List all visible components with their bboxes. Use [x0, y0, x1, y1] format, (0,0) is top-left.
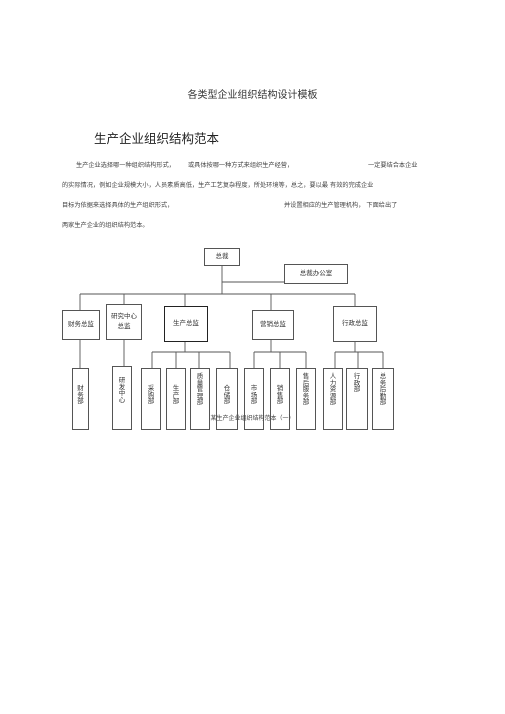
org-box-dept-production: 生产部: [166, 368, 186, 430]
org-box-finance-director: 财务总监: [62, 310, 100, 340]
doc-title: 各类型企业组织结构设计模板: [187, 90, 318, 101]
org-box-president: 总裁: [204, 248, 240, 266]
org-box-dept-finance: 财务部: [72, 368, 89, 430]
paragraph-line-2: 的实际情况，例如企业规模大小，人员素质高低，生产工艺复杂程度，所处环境等，总之，…: [62, 182, 374, 189]
paragraph-line-1c: 一定要结合本企业: [368, 162, 418, 169]
org-box-president-office: 总裁办公室: [284, 264, 348, 284]
org-box-dept-logistics: 总务后勤部: [372, 368, 394, 430]
org-chart-caption: 某生产企业组织结构范本（一）: [210, 415, 295, 422]
org-box-dept-purchasing: 采购部: [141, 368, 161, 430]
org-box-dept-aftersales: 售后服务部: [296, 368, 316, 430]
org-box-dept-quality: 质量管理部: [190, 368, 210, 430]
paragraph-line-4: 两家生产企业的组织结构范本。: [62, 222, 149, 229]
org-box-production-director: 生产总监: [164, 306, 208, 342]
paragraph-line-1b: 或具体按哪一种方式来组织生产经营，: [188, 162, 294, 169]
org-box-dept-rnd: 研发中心: [112, 366, 132, 430]
paragraph-line-3a: 目标为依据来选择具体的生产组织形式，: [62, 202, 174, 209]
section-title: 生产企业组织结构范本: [94, 131, 220, 146]
org-box-dept-warehouse: 仓储部: [216, 368, 238, 430]
org-box-research-director: 研究中心总监: [106, 304, 142, 340]
org-box-marketing-director: 营销总监: [252, 310, 294, 340]
org-box-dept-hr: 人力资源部: [323, 368, 343, 430]
org-box-dept-admin: 行政部: [346, 368, 368, 430]
org-box-dept-sales: 销售部: [270, 368, 290, 430]
org-box-dept-market: 市场部: [244, 368, 264, 430]
paragraph-line-1a: 生产企业选择哪一种组织结构形式，: [76, 162, 175, 169]
org-box-admin-director: 行政总监: [333, 306, 377, 342]
paragraph-line-3b: 并设置相应的生产管理机构， 下面给出了: [284, 202, 398, 209]
